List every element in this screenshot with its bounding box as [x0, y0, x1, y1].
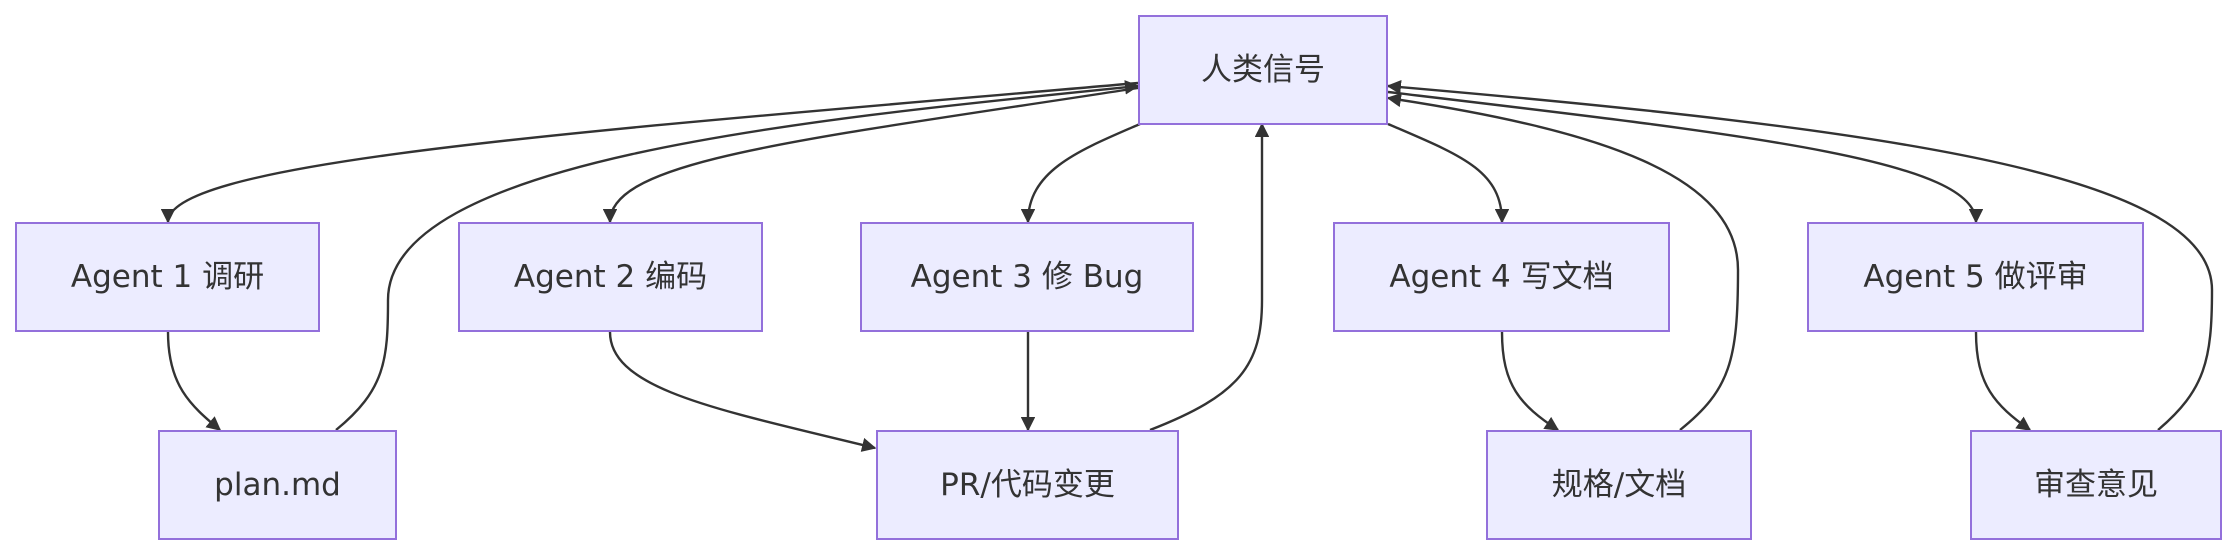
edge-review-to-human: [1386, 79, 2214, 431]
node-agent-2-label: Agent 2 编码: [514, 259, 707, 295]
node-pr-changes: PR/代码变更: [876, 430, 1179, 540]
edge-plan-to-human: [335, 80, 1140, 431]
node-agent-3: Agent 3 修 Bug: [860, 222, 1194, 332]
edge-agent1-to-plan: [166, 331, 222, 431]
node-review-comments-label: 审查意见: [2034, 467, 2158, 503]
node-agent-4-label: Agent 4 写文档: [1389, 259, 1613, 295]
node-agent-1-label: Agent 1 调研: [71, 259, 264, 295]
edge-human-to-agent5: [1387, 90, 1984, 224]
node-agent-1: Agent 1 调研: [15, 222, 320, 332]
edge-agent2-to-pr: [608, 331, 877, 452]
node-plan-md: plan.md: [158, 430, 397, 540]
edge-human-to-agent3: [1020, 122, 1141, 224]
node-human-signal-label: 人类信号: [1201, 52, 1325, 88]
node-pr-changes-label: PR/代码变更: [940, 467, 1115, 503]
node-agent-5-label: Agent 5 做评审: [1863, 259, 2087, 295]
node-agent-5: Agent 5 做评审: [1807, 222, 2144, 332]
edge-human-to-agent4: [1387, 122, 1510, 224]
node-review-comments: 审查意见: [1970, 430, 2222, 540]
edge-agent4-to-spec: [1500, 331, 1560, 432]
edge-agent5-to-review: [1974, 331, 2032, 431]
node-spec-docs: 规格/文档: [1486, 430, 1752, 540]
edge-spec-to-human: [1386, 92, 1740, 431]
edge-human-to-agent1: [160, 81, 1139, 224]
node-agent-3-label: Agent 3 修 Bug: [911, 259, 1144, 295]
node-agent-4: Agent 4 写文档: [1333, 222, 1670, 332]
edge-human-to-agent2: [602, 86, 1139, 224]
edge-pr-to-human: [1149, 122, 1270, 432]
node-plan-md-label: plan.md: [214, 467, 341, 503]
node-spec-docs-label: 规格/文档: [1552, 467, 1686, 503]
node-agent-2: Agent 2 编码: [458, 222, 763, 332]
node-human-signal: 人类信号: [1138, 15, 1388, 125]
